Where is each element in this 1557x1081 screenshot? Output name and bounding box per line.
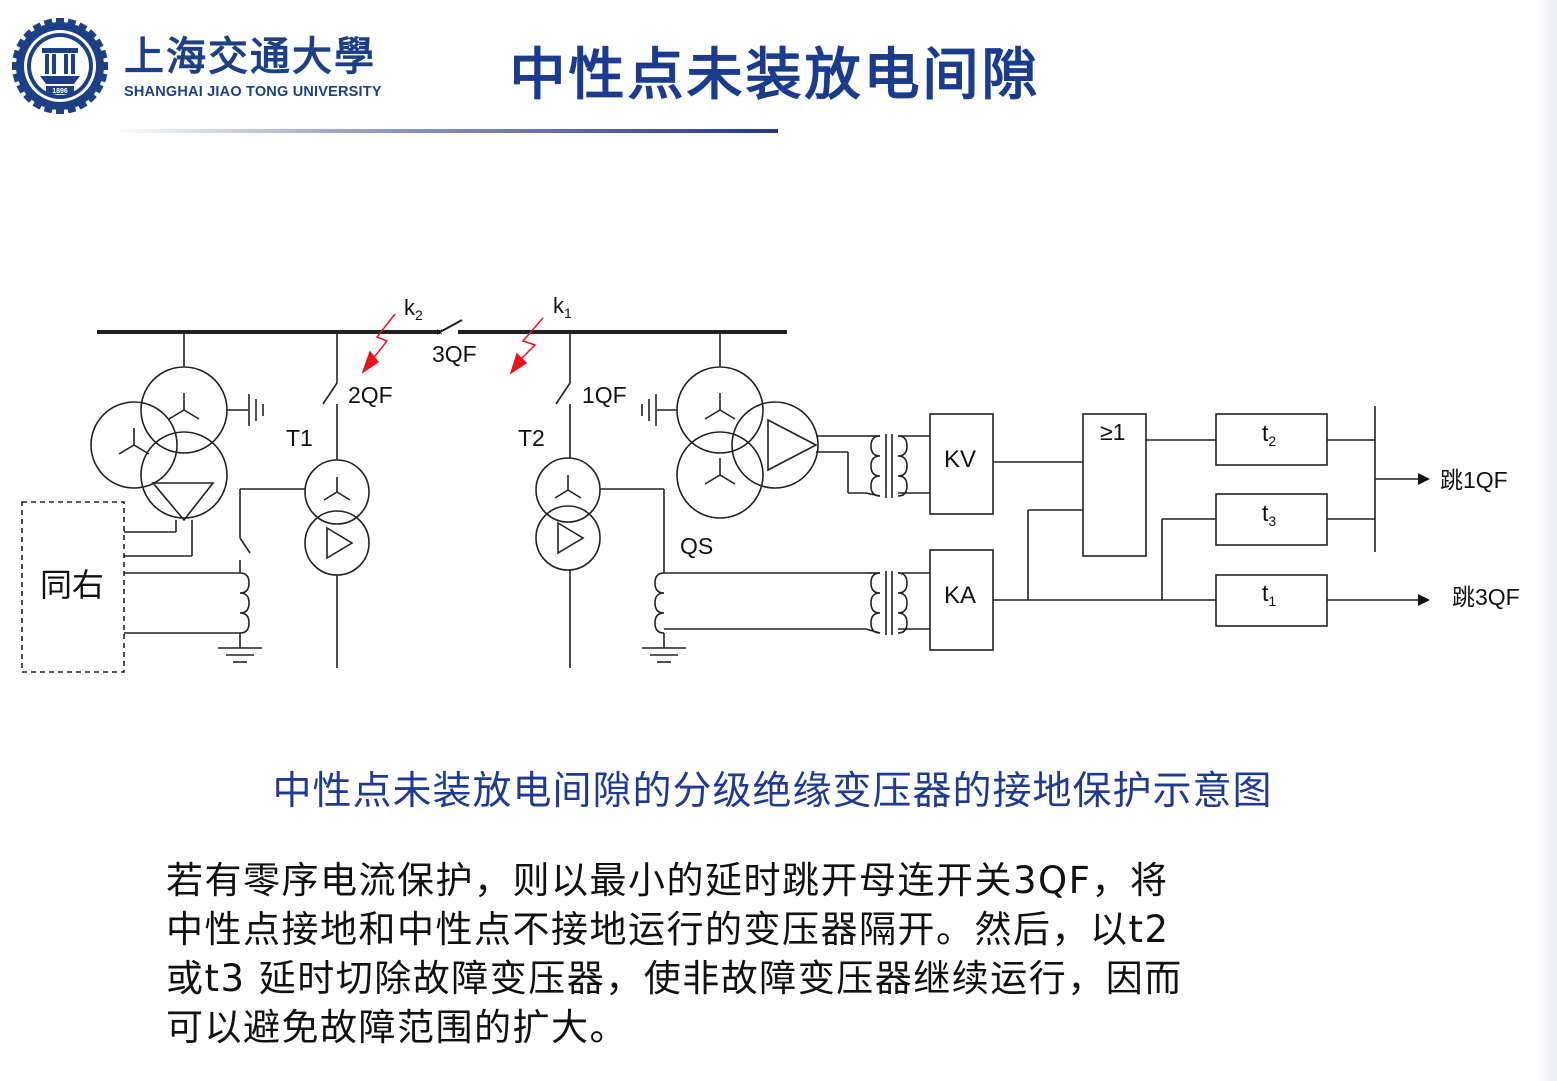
label-1qf: 1QF [582, 382, 627, 408]
seal-cog-tooth [97, 49, 108, 60]
label-trip-1qf: 跳1QF [1440, 467, 1508, 493]
seal-cog-tooth [85, 91, 97, 103]
slide-edge-shadow [1537, 0, 1557, 1081]
seal-cog-tooth [92, 38, 104, 50]
label-ka: KA [944, 582, 976, 609]
svg-text:×: × [436, 325, 443, 339]
label-timer-t2: t2 [1262, 420, 1276, 449]
explanation-line: 可以避免故障范围的扩大。 [166, 1006, 628, 1049]
logo-chinese-name: 上海交通大學 [124, 33, 376, 80]
label-timer-t3: t3 [1262, 500, 1276, 529]
label-same-as-right: 同右 [40, 567, 104, 603]
logo-english-name: SHANGHAI JIAO TONG UNIVERSITY [124, 84, 382, 100]
label-kv: KV [944, 446, 976, 473]
fault-label-k2: k2 [404, 295, 423, 323]
t1-neutral-switch [239, 537, 251, 554]
relay-kv-box [929, 413, 994, 515]
explanation-line: 中性点接地和中性点不接地运行的变压器隔开。然后，以t2 [166, 908, 1170, 951]
left-transformer-winding-right [140, 431, 228, 519]
label-3qf: 3QF [432, 341, 477, 367]
page-title: 中性点未装放电间隙 [509, 43, 1041, 108]
seal-cog-tooth [85, 29, 97, 41]
t1-winding-top [304, 459, 370, 525]
label-qs: QS [680, 533, 713, 559]
diagram-caption: 中性点未装放电间隙的分级绝缘变压器的接地保护示意图 [272, 769, 1273, 814]
label-timer-t1: t1 [1262, 580, 1276, 609]
seal-cog-tooth [12, 72, 23, 83]
seal-cog-tooth [56, 106, 64, 114]
left-transformer-winding-left [90, 401, 178, 489]
label-t1: T1 [286, 425, 313, 451]
seal-cog-tooth [23, 91, 35, 103]
explanation-line: 若有零序电流保护，则以最小的延时跳开母连开关3QF，将 [166, 859, 1169, 902]
university-logo: 1896 上海交通大學 SHANGHAI JIAO TONG UNIVERSIT… [12, 18, 382, 118]
seal-cog-tooth [56, 18, 64, 26]
t2-winding-top [535, 457, 601, 523]
label-2qf: 2QF [348, 382, 393, 408]
explanation-text: 若有零序电流保护，则以最小的延时跳开母连开关3QF，将 中性点接地和中性点不接地… [166, 856, 1286, 1052]
seal-cog-tooth [12, 62, 20, 70]
same-as-right-box [21, 501, 125, 673]
grounding-protection-diagram: × [21, 293, 1520, 673]
seal-cog-tooth [23, 29, 35, 41]
left-delta-cone [151, 482, 215, 522]
label-trip-3qf: 跳3QF [1452, 584, 1520, 610]
bus-tie-switch-3qf [439, 319, 463, 333]
t2-winding-bottom [535, 505, 601, 571]
seal-year: 1896 [52, 88, 68, 95]
explanation-line: 或t3 延时切除故障变压器，使非故障变压器继续运行，因而 [166, 957, 1183, 1000]
right-transformer-winding-right [731, 401, 819, 489]
seal-cog-tooth [12, 49, 23, 60]
wye-symbols-left [118, 393, 200, 455]
seal-cog-tooth [100, 62, 108, 70]
breaker-1qf [555, 382, 571, 405]
fault-arrow-k2 [361, 313, 396, 374]
seal-cog-tooth [32, 98, 44, 110]
title-underline [110, 129, 778, 133]
seal-cog-tooth [97, 72, 108, 83]
seal-cog-tooth [76, 22, 88, 34]
or-gate-box [1082, 413, 1147, 557]
seal-cog-tooth [43, 18, 54, 29]
university-seal-icon: 1896 [12, 18, 108, 114]
seal-cog-tooth [16, 82, 28, 94]
seal-cog-tooth [66, 18, 77, 29]
right-transformer-winding-bottom [676, 431, 764, 519]
seal-cog-tooth [66, 103, 77, 114]
label-t2: T2 [518, 425, 545, 451]
seal-cog-tooth [92, 82, 104, 94]
fault-label-k1: k1 [553, 293, 572, 321]
seal-cog-tooth [43, 103, 54, 114]
fault-arrow-k1 [509, 317, 544, 375]
breaker-2qf [322, 382, 338, 405]
right-delta-cone [767, 418, 818, 472]
label-or-gate: ≥1 [1100, 419, 1125, 445]
t1-winding-bottom [304, 510, 370, 576]
seal-cog-tooth [76, 98, 88, 110]
seal-cog-tooth [32, 22, 44, 34]
seal-cog-tooth [16, 38, 28, 50]
